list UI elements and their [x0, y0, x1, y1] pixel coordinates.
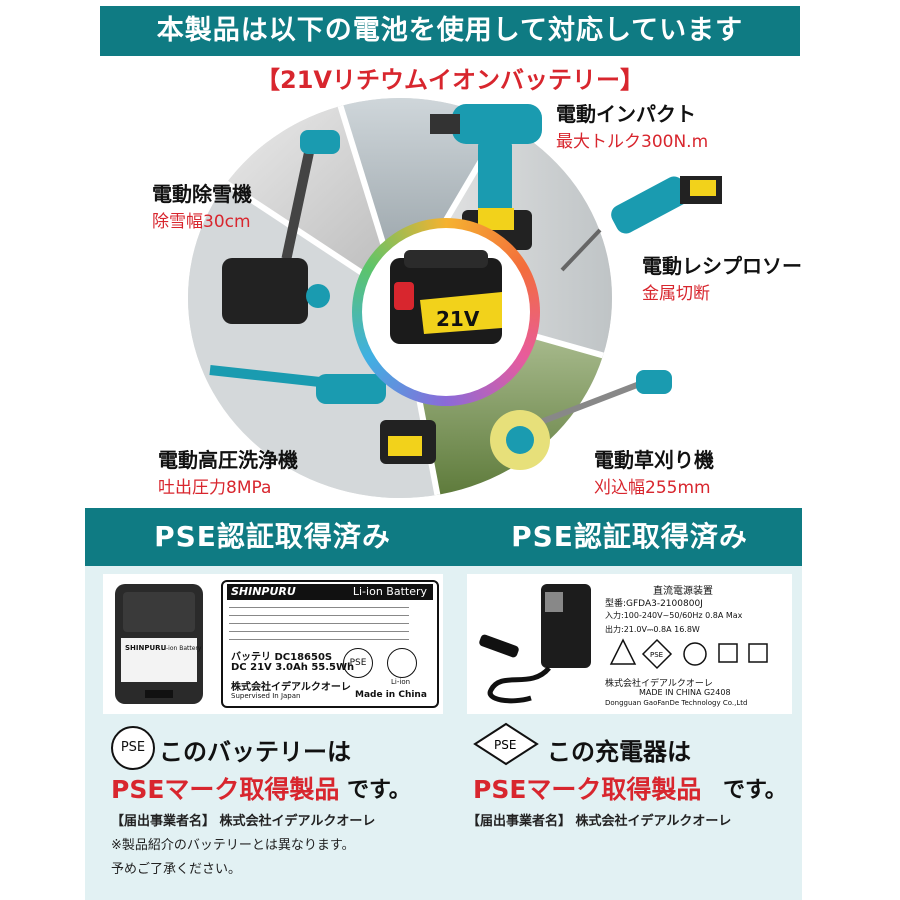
charger-label-input: 入力:100-240V~50/60Hz 0.8A Max [605, 611, 743, 620]
tool-spec: 刈込幅255mm [594, 478, 711, 498]
panel-heading: PSE認証取得済み [457, 508, 802, 566]
pse-diamond-text: PSE [494, 738, 516, 752]
label-pse-mark: PSE [343, 648, 373, 678]
recycle-icon [387, 648, 417, 678]
tool-name: 電動除雪機 [152, 182, 252, 206]
tool-name: 電動インパクト [556, 102, 696, 126]
charger-photo-box: 直流電源装置 型番:GFDA3-2100800J 入力:100-240V~50/… [467, 574, 792, 714]
label-made: Made in China [355, 690, 427, 700]
charger-label-model: 型番:GFDA3-2100800J [605, 599, 703, 609]
label-supervised: Supervised In Japan [231, 692, 301, 700]
center-battery-voltage: 21V [436, 307, 480, 331]
battery-note-2: 予めご了承ください。 [111, 862, 242, 877]
charger-label-company: 株式会社イデアルクオーレ [605, 679, 713, 689]
charger-certification-icons: PSE [609, 638, 768, 670]
tool-spec: 吐出圧力8MPa [158, 478, 272, 498]
wedge-impact [338, 98, 518, 298]
tool-label-trimmer: 電動草刈り機 刈込幅255mm [594, 444, 714, 498]
charger-label-made: MADE IN CHINA G2408 [639, 688, 731, 697]
charger-adapter-image [479, 584, 591, 704]
pse-diamond-icon: PSE [473, 722, 539, 766]
tool-spec: 最大トルク300N.m [556, 132, 709, 152]
top-banner: 本製品は以下の電池を使用して対応しています [100, 6, 800, 56]
tool-label-impact: 電動インパクト 最大トルク300N.m [556, 98, 708, 152]
tool-label-washer: 電動高圧洗浄機 吐出圧力8MPa [158, 444, 298, 498]
battery-note-1: ※製品紹介のバッテリーとは異なります。 [111, 838, 355, 853]
impact-driver-image [430, 104, 542, 250]
battery-label-card: SHINPURU Li-ion Battery バッテリ DC18650S DC… [221, 580, 439, 708]
charger-pse-mark: PSE [650, 651, 663, 659]
battery-pse-panel: PSE認証取得済み SHINPURU Li-ion Battery SHINPU… [85, 508, 460, 900]
label-warnings [229, 604, 409, 647]
battery-photo-box: SHINPURU Li-ion Battery SHINPURU Li-ion … [103, 574, 443, 714]
pack-type: Li-ion Battery [161, 645, 202, 652]
label-model: バッテリ DC18650S [231, 652, 333, 663]
pressure-washer-image [209, 365, 436, 464]
grass-trimmer-image [490, 370, 672, 470]
tool-label-saw: 電動レシプロソー 金属切断 [642, 250, 802, 304]
tool-name: 電動高圧洗浄機 [158, 448, 298, 472]
label-type: Li-ion Battery [352, 585, 427, 598]
charger-pse-panel: PSE認証取得済み 直流電源装置 型番:GFDA3-2100800J 入力:10… [457, 508, 802, 900]
charger-label-output: 出力:21.0V⎓0.8A 16.8W [605, 625, 700, 634]
label-header: SHINPURU Li-ion Battery [227, 584, 433, 600]
tool-name: 電動レシプロソー [642, 254, 802, 278]
pack-brand: SHINPURU [125, 644, 167, 652]
tool-spec: 金属切断 [642, 284, 710, 304]
battery-statement: このバッテリーは [159, 738, 351, 766]
battery-notifier: 【届出事業者名】 株式会社イデアルクオーレ [111, 814, 376, 829]
label-rating: DC 21V 3.0Ah 55.5Wh [231, 662, 355, 673]
charger-notifier: 【届出事業者名】 株式会社イデアルクオーレ [467, 814, 732, 829]
battery-statement-red: PSEマーク取得製品 [111, 775, 340, 804]
tool-name: 電動草刈り機 [594, 448, 714, 472]
tool-illustrations [209, 104, 722, 470]
charger-label-card: 直流電源装置 型番:GFDA3-2100800J 入力:100-240V~50/… [603, 580, 783, 707]
charger-statement-red: PSEマーク取得製品 [473, 775, 702, 804]
tool-spec: 除雪幅30cm [152, 212, 251, 232]
battery-statement-end: です。 [347, 778, 411, 803]
charger-statement: この充電器は [547, 738, 691, 766]
charger-label-maker: Dongguan GaoFanDe Technology Co.,Ltd [605, 699, 748, 707]
banner-title: 本製品は以下の電池を使用して対応しています [156, 15, 744, 46]
panel-heading: PSE認証取得済み [85, 508, 460, 566]
battery-pack-image: SHINPURU Li-ion Battery [115, 584, 203, 704]
reciprocating-saw-image [560, 176, 722, 272]
tool-label-snow: 電動除雪機 除雪幅30cm [152, 178, 252, 232]
center-battery-image: 21V [390, 250, 502, 344]
label-brand: SHINPURU [231, 585, 296, 598]
wedge-washer [188, 158, 438, 498]
pse-round-icon: PSE [111, 726, 155, 770]
battery-type-subtitle: 【21Vリチウムイオンバッテリー】 [256, 66, 644, 94]
charger-label-title: 直流電源装置 [653, 586, 713, 597]
snow-thrower-image [222, 130, 340, 324]
label-company: 株式会社イデアルクオーレ [231, 682, 351, 693]
charger-statement-end: です。 [723, 778, 787, 803]
label-recycle: Li-ion [391, 678, 411, 686]
